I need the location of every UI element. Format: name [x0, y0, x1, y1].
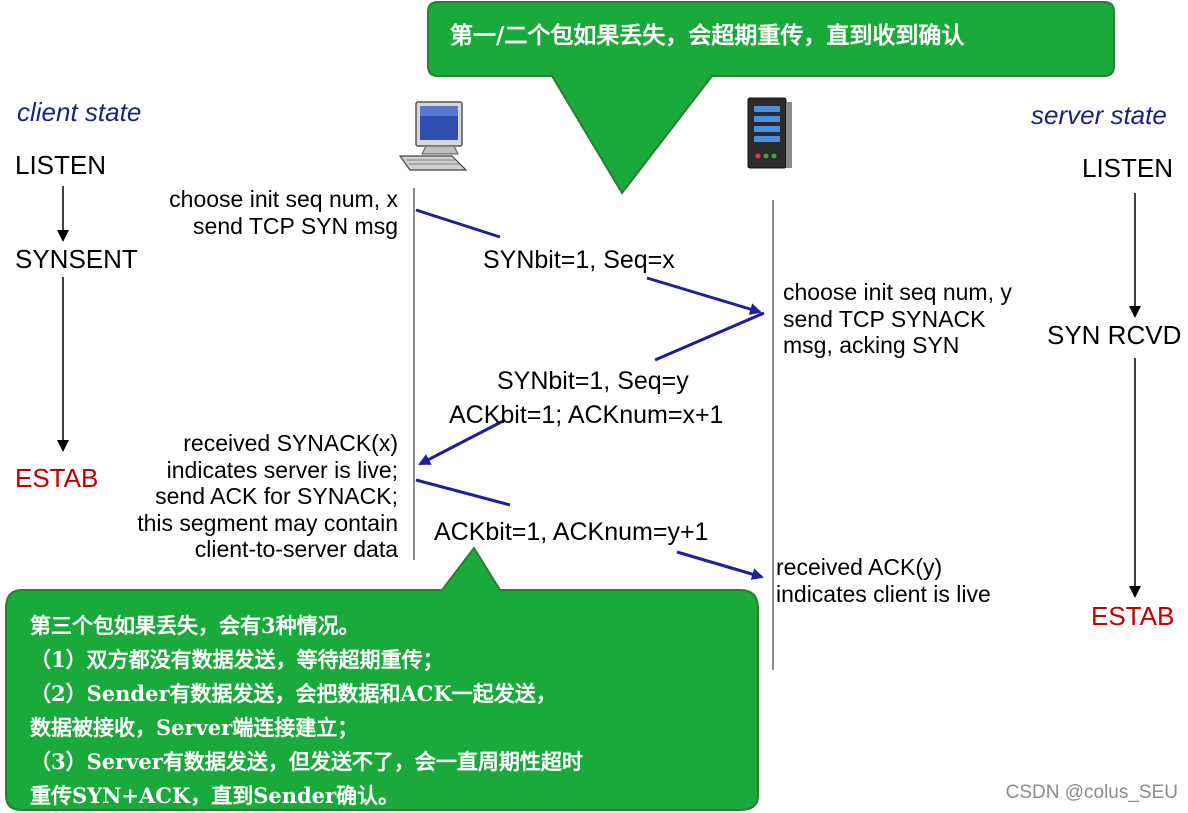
synack-arrow-end	[418, 418, 506, 466]
bottom-callout-line: 数据被接收，Server端连接建立；	[30, 715, 359, 740]
server-state-synrcvd: SYN RCVD	[1047, 320, 1182, 350]
watermark: CSDN @colus_SEU	[1005, 782, 1178, 803]
synack-message-label-1: SYNbit=1, Seq=y	[497, 367, 689, 395]
server-synack-note-line: msg, acking SYN	[783, 332, 960, 358]
client-synack-note-line: received SYNACK(x)	[183, 430, 398, 456]
server-state-estab: ESTAB	[1091, 601, 1175, 631]
synack-message-label-2: ACKbit=1; ACKnum=x+1	[449, 401, 724, 429]
ack-message-label: ACKbit=1, ACKnum=y+1	[434, 518, 709, 546]
server-synack-note-line: choose init seq num, y	[783, 279, 1012, 305]
client-synack-note-line: this segment may contain	[137, 509, 398, 536]
client-state-listen: LISTEN	[15, 150, 107, 180]
client-syn-note: choose init seq num, x send TCP SYN msg	[169, 186, 398, 239]
ack-arrow-end	[676, 550, 764, 580]
syn-arrow-end	[646, 276, 762, 315]
client-state-title: client state	[17, 97, 142, 127]
syn-arrow-start	[415, 208, 501, 239]
server-ack-note-line: received ACK(y)	[776, 554, 943, 580]
bottom-callout-line: 重传SYN+ACK，直到Sender确认。	[30, 783, 400, 808]
synack-arrow-start	[654, 311, 765, 362]
client-synack-note-line: send ACK for SYNACK;	[155, 483, 398, 509]
client-syn-note-line: send TCP SYN msg	[193, 212, 398, 239]
client-syn-note-line: choose init seq num, x	[169, 186, 398, 212]
server-tower-icon	[747, 97, 792, 169]
bottom-callout-line: 第三个包如果丢失，会有3种情况。	[30, 613, 360, 638]
syn-message-label: SYNbit=1, Seq=x	[483, 246, 675, 274]
client-synack-received-note: received SYNACK(x) indicates server is l…	[137, 430, 398, 563]
client-state-synsent: SYNSENT	[15, 244, 138, 274]
ack-arrow-start	[415, 478, 511, 507]
server-synack-note: choose init seq num, y send TCP SYNACK m…	[783, 279, 1012, 359]
server-ack-received-note: received ACK(y) indicates client is live	[776, 554, 991, 607]
bottom-callout-line: （3）Server有数据发送，但发送不了，会一直周期性超时	[30, 749, 583, 774]
bottom-callout-line: （2）Sender有数据发送，会把数据和ACK一起发送，	[30, 681, 557, 706]
server-ack-note-line: indicates client is live	[776, 580, 991, 607]
bottom-callout-line: （1）双方都没有数据发送，等待超期重传；	[30, 647, 444, 672]
server-state-title: server state	[1031, 100, 1167, 130]
server-synack-note-line: send TCP SYNACK	[783, 305, 986, 332]
client-synack-note-line: indicates server is live;	[166, 456, 398, 483]
client-synack-note-line: client-to-server data	[194, 536, 398, 562]
bottom-callout-text: 第三个包如果丢失，会有3种情况。 （1）双方都没有数据发送，等待超期重传； （2…	[30, 609, 583, 813]
top-callout-text: 第一/二个包如果丢失，会超期重传，直到收到确认	[450, 22, 965, 49]
server-state-listen: LISTEN	[1082, 153, 1174, 183]
desktop-computer-icon	[398, 101, 468, 171]
client-state-estab: ESTAB	[15, 463, 99, 493]
